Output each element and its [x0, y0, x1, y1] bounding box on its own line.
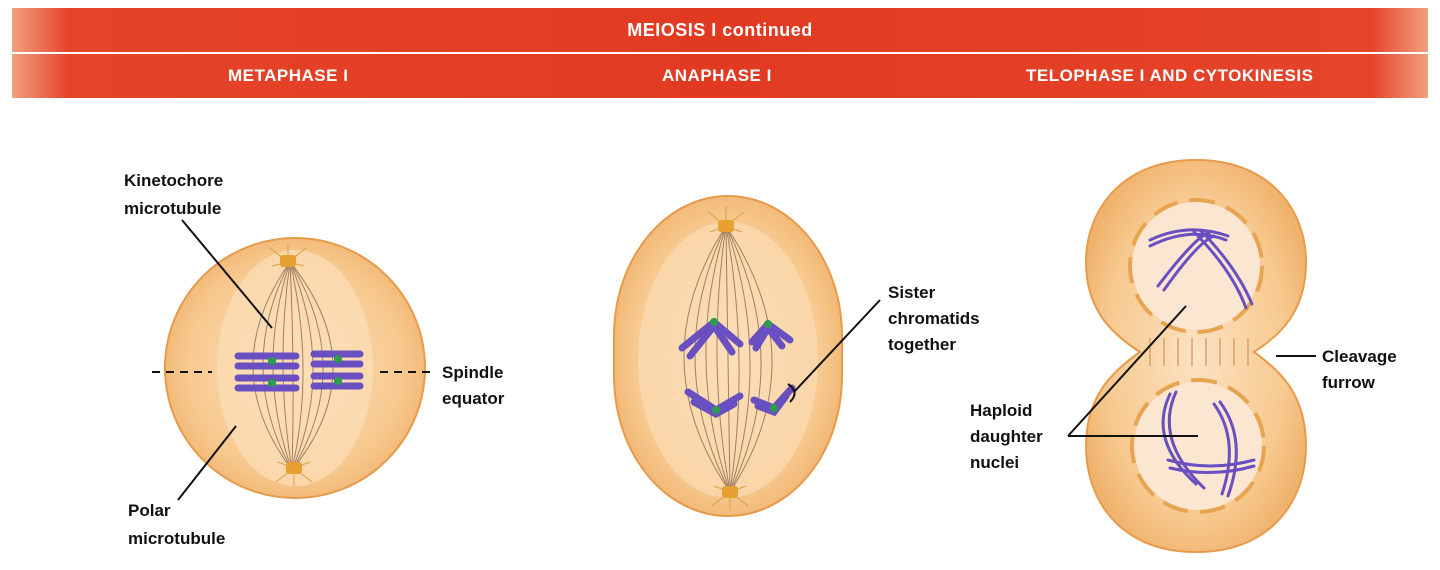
telophase-chromosomes-top	[1148, 228, 1254, 310]
anaphase-spindle-fibers	[683, 225, 773, 493]
haploid-nucleus-bottom	[1134, 382, 1262, 510]
sister-chromatids-bracket	[787, 383, 796, 403]
label-spindle-equator: Spindle equator	[442, 363, 508, 408]
phase-label-metaphase: METAPHASE I	[228, 66, 349, 85]
telophase-chromosomes-bottom	[1161, 390, 1256, 498]
haploid-nucleus-top	[1132, 202, 1260, 330]
haploid-leader-line-top	[1067, 305, 1187, 437]
label-sister-chromatids: Sister chromatids together	[888, 283, 984, 354]
label-haploid-daughter-nuclei: Haploid daughter nuclei	[970, 401, 1047, 472]
label-polar-microtubule: Polar microtubule	[128, 501, 225, 548]
sister-chromatids-leader-line	[793, 299, 881, 393]
metaphase-kinetochores	[268, 355, 342, 387]
metaphase-centrosome-bottom	[275, 461, 313, 486]
telophase-cell	[1067, 158, 1316, 554]
cleavage-furrow-lines	[1149, 338, 1249, 366]
header-phase-bar: METAPHASE I ANAPHASE I TELOPHASE I AND C…	[12, 54, 1428, 98]
metaphase-chromosomes	[234, 350, 364, 392]
label-cleavage-furrow: Cleavage furrow	[1322, 347, 1401, 392]
phase-label-telophase: TELOPHASE I AND CYTOKINESIS	[1026, 66, 1314, 85]
metaphase-cell	[152, 219, 434, 501]
phase-label-anaphase: ANAPHASE I	[662, 66, 772, 85]
label-kinetochore-microtubule: Kinetochore microtubule	[124, 171, 228, 218]
nuclear-envelopes	[1128, 198, 1266, 514]
anaphase-kinetochores	[710, 318, 778, 414]
anaphase-cell	[613, 195, 881, 517]
kinetochore-leader-line	[181, 219, 273, 329]
header-title-bar: MEIOSIS I continued	[12, 8, 1428, 52]
metaphase-centrosome-top	[269, 244, 307, 267]
polar-leader-line	[177, 425, 237, 501]
anaphase-centrosome-top	[707, 206, 745, 233]
anaphase-centrosome-bottom	[711, 485, 749, 510]
header-title: MEIOSIS I continued	[627, 19, 813, 40]
